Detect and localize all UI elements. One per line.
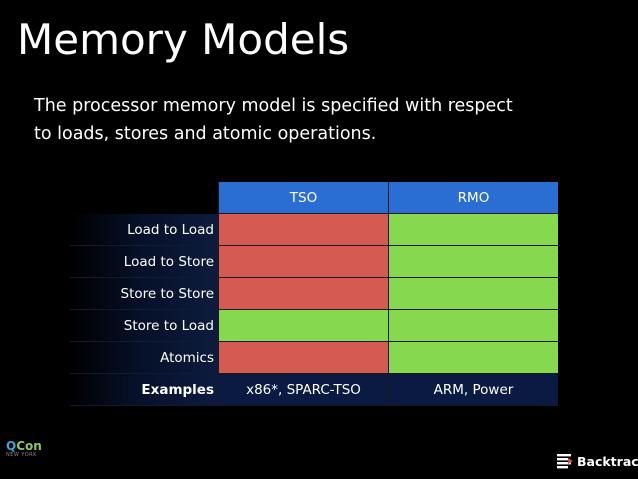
backtrace-wordmark: Backtrace [577, 453, 638, 469]
cell-tso-atomics [218, 342, 388, 374]
qcon-wordmark: QCon [6, 440, 46, 452]
table-examples-row: Examples x86*, SPARC-TSO ARM, Power [70, 374, 558, 406]
cell-tso-load-to-load [218, 214, 388, 246]
subtitle-line-2: to loads, stores and atomic operations. [34, 124, 377, 144]
row-label-examples: Examples [70, 374, 218, 406]
table-row: Atomics [70, 342, 558, 374]
cell-rmo-load-to-load [388, 214, 558, 246]
qcon-q: Q [6, 439, 17, 453]
cell-rmo-store-to-load [388, 310, 558, 342]
cell-rmo-store-to-store [388, 278, 558, 310]
table-row: Load to Load [70, 214, 558, 246]
qcon-rest: Con [16, 439, 42, 453]
cell-rmo-examples: ARM, Power [388, 374, 558, 406]
slide-title: Memory Models [17, 15, 350, 64]
table-header-row: TSO RMO [70, 182, 558, 214]
row-label-load-to-store: Load to Store [70, 246, 218, 278]
row-label-store-to-load: Store to Load [70, 310, 218, 342]
column-header-rmo: RMO [388, 182, 558, 214]
slide-subtitle: The processor memory model is specified … [34, 92, 624, 148]
row-label-store-to-store: Store to Store [70, 278, 218, 310]
row-label-load-to-load: Load to Load [70, 214, 218, 246]
row-label-atomics: Atomics [70, 342, 218, 374]
cell-tso-store-to-load [218, 310, 388, 342]
subtitle-line-1: The processor memory model is specified … [34, 96, 513, 116]
table-row: Load to Store [70, 246, 558, 278]
table-row: Store to Store [70, 278, 558, 310]
backtrace-logo-icon [557, 454, 573, 469]
column-header-tso: TSO [218, 182, 388, 214]
cell-rmo-atomics [388, 342, 558, 374]
table-corner-cell [70, 182, 218, 214]
memory-model-table: TSO RMO Load to Load Load to Store Store… [70, 182, 558, 406]
qcon-logo: QCon NEW YORK [6, 440, 46, 468]
table-row: Store to Load [70, 310, 558, 342]
cell-tso-store-to-store [218, 278, 388, 310]
cell-rmo-load-to-store [388, 246, 558, 278]
qcon-subtitle: NEW YORK [6, 452, 37, 458]
backtrace-logo: Backtrace [556, 452, 638, 470]
cell-tso-load-to-store [218, 246, 388, 278]
cell-tso-examples: x86*, SPARC-TSO [218, 374, 388, 406]
